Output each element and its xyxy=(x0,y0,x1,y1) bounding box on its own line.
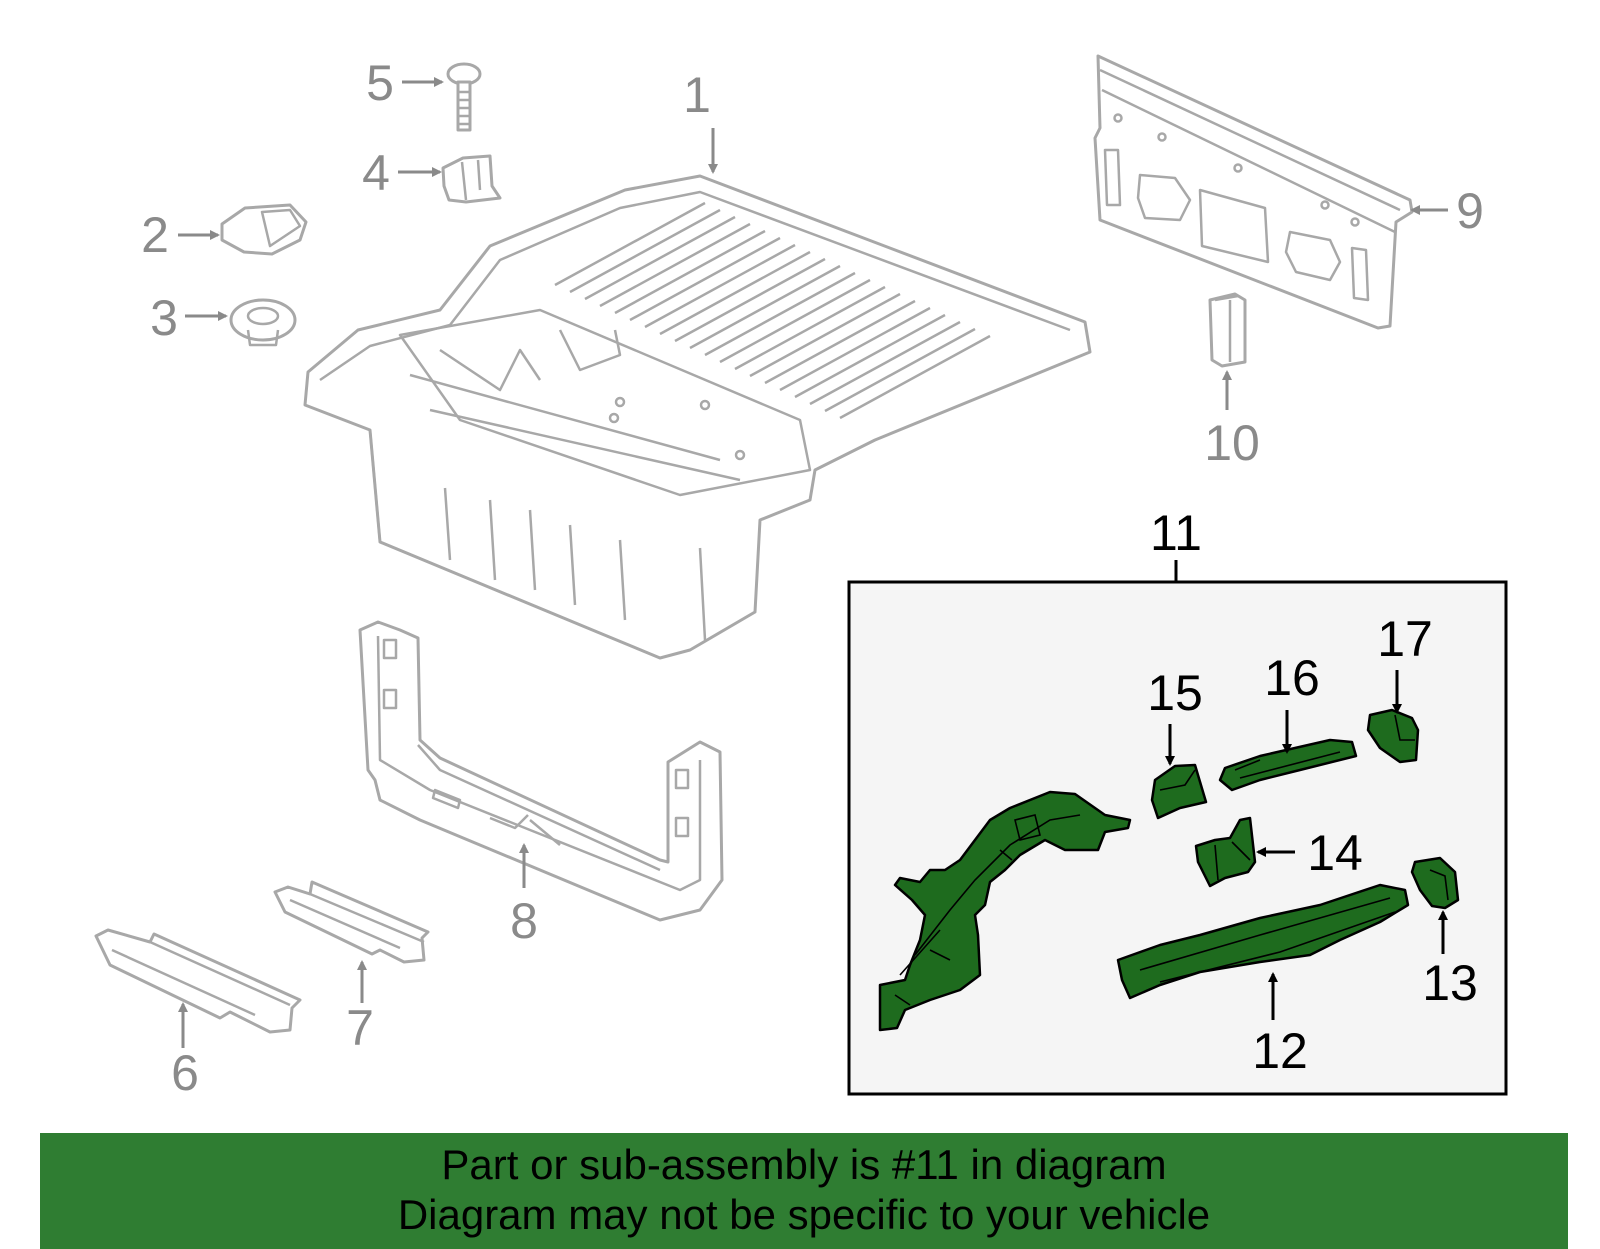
part-16-bracket xyxy=(1218,738,1358,792)
callout-14: 14 xyxy=(1307,825,1363,881)
part-14-bracket xyxy=(1194,816,1257,888)
callout-16: 16 xyxy=(1264,650,1320,706)
part-2-plug-cap xyxy=(220,203,308,256)
part-13-bracket xyxy=(1410,856,1460,910)
part-11-rail-assembly xyxy=(878,790,1132,1032)
part-8-rear-frame xyxy=(358,620,724,922)
callout-10: 10 xyxy=(1204,415,1260,471)
callout-11: 11 xyxy=(1150,505,1202,561)
part-15-bracket xyxy=(1150,763,1208,820)
assembly-11-inset-box xyxy=(847,580,1508,1096)
callout-5: 5 xyxy=(366,55,394,111)
part-5-bolt xyxy=(446,62,482,132)
callout-6: 6 xyxy=(171,1045,199,1101)
callout-4: 4 xyxy=(362,145,390,201)
callout-7: 7 xyxy=(346,1000,374,1056)
callout-1: 1 xyxy=(683,67,711,123)
callout-3: 3 xyxy=(150,290,178,346)
callout-2: 2 xyxy=(141,207,169,263)
assembly-info-banner: Part or sub-assembly is #11 in diagram D… xyxy=(40,1133,1568,1249)
part-10-bracket xyxy=(1208,292,1247,368)
callout-8: 8 xyxy=(510,893,538,949)
callout-9: 9 xyxy=(1456,183,1484,239)
callout-13: 13 xyxy=(1422,955,1478,1011)
banner-line-2: Diagram may not be specific to your vehi… xyxy=(397,1191,1211,1238)
part-6-cross-member xyxy=(94,928,302,1034)
part-3-grommet xyxy=(229,298,297,347)
part-4-bracket xyxy=(441,154,502,204)
banner-line-1: Part or sub-assembly is #11 in diagram xyxy=(441,1141,1167,1188)
callout-12: 12 xyxy=(1252,1023,1308,1079)
callout-17: 17 xyxy=(1377,611,1433,667)
callout-15: 15 xyxy=(1147,665,1203,721)
part-12-rail xyxy=(1116,883,1410,1000)
part-1-floor-pan xyxy=(303,174,1092,660)
part-7-cross-member xyxy=(273,880,430,964)
part-9-rear-panel xyxy=(1093,54,1414,330)
